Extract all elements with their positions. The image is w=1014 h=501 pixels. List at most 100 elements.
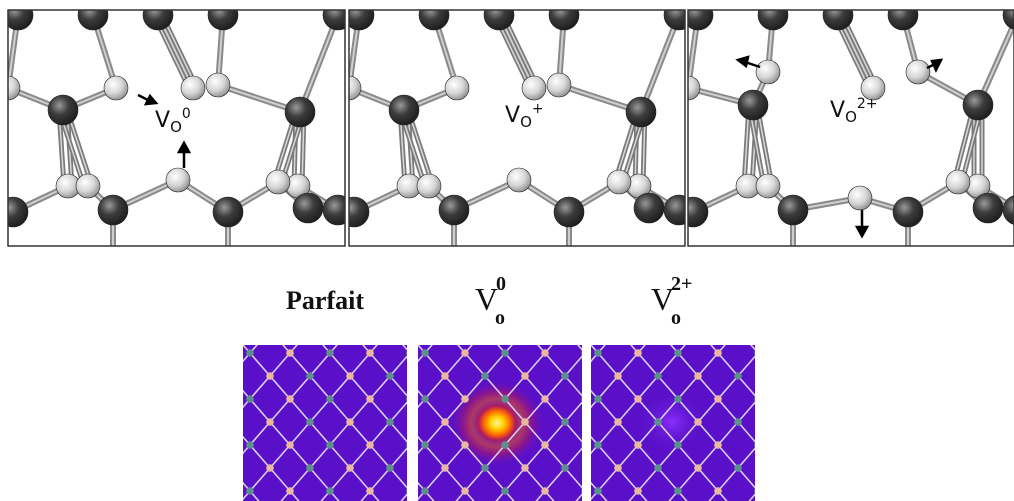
lattice-bond	[524, 421, 546, 446]
lattice-bond	[504, 345, 514, 354]
lattice-atom	[266, 418, 274, 426]
lattice-atom	[594, 487, 602, 495]
lattice-atom	[246, 487, 254, 495]
lattice-atom	[714, 487, 722, 495]
lattice-bond	[484, 467, 506, 492]
lattice-atom	[466, 326, 474, 334]
lattice-atom	[481, 372, 489, 380]
lattice-bond	[637, 398, 659, 423]
lattice-bond	[591, 398, 599, 409]
lattice-atom	[561, 326, 569, 334]
lattice-bond	[778, 445, 798, 468]
lattice-bond	[504, 490, 515, 501]
caption-base: V	[475, 281, 498, 317]
caption-sub: o	[495, 307, 505, 329]
lattice-bond	[249, 421, 271, 446]
lattice-atom	[521, 372, 529, 380]
lattice-bond	[637, 345, 647, 354]
metal-atom	[77, 10, 109, 31]
lattice-bond	[717, 375, 739, 400]
lattice-bond	[504, 467, 526, 492]
lattice-atom	[574, 326, 582, 334]
lattice-bond	[591, 345, 599, 354]
lattice-atom	[714, 441, 722, 449]
lattice-atom	[441, 464, 449, 472]
lattice-atom	[561, 372, 569, 380]
lattice-bond	[737, 421, 755, 443]
lattice-atom	[541, 441, 549, 449]
lattice-bond	[778, 353, 798, 376]
lattice-atom	[226, 372, 234, 380]
metal-atom	[777, 194, 809, 226]
lattice-bond	[281, 345, 291, 354]
lattice-bond	[418, 398, 426, 409]
lattice-atom	[774, 418, 782, 426]
lattice-bond	[369, 398, 391, 423]
lattice-bond	[444, 421, 466, 446]
lattice-bond	[309, 467, 331, 492]
metal-atom	[663, 10, 685, 31]
lattice-atom	[406, 488, 407, 494]
lattice-bond	[717, 352, 739, 377]
lattice-atom	[541, 349, 549, 357]
oxygen-atom	[546, 72, 572, 98]
lattice-bond	[289, 490, 300, 501]
lattice-bond	[536, 345, 546, 354]
metal-atom	[737, 89, 769, 121]
lattice-bond	[496, 345, 506, 354]
lattice-atom	[366, 349, 374, 357]
lattice-atom	[601, 326, 609, 334]
lattice-bond	[456, 345, 466, 354]
lattice-atom	[654, 372, 662, 380]
lattice-atom	[814, 464, 822, 472]
lattice-bond	[424, 352, 446, 377]
panel-label-base: V	[830, 98, 845, 123]
lattice-bond	[657, 375, 679, 400]
lattice-bond	[418, 481, 426, 492]
lattice-bond	[778, 468, 798, 491]
lattice-bond	[349, 398, 371, 423]
lattice-atom	[674, 487, 682, 495]
lattice-bond	[269, 421, 291, 446]
lattice-atom	[501, 395, 509, 403]
lattice-bond	[418, 444, 426, 455]
lattice-bond	[349, 444, 371, 469]
lattice-bond	[778, 399, 798, 422]
lattice-atom	[501, 349, 509, 357]
lattice-bond	[309, 398, 331, 423]
lattice-atom	[794, 395, 802, 403]
lattice-atom	[734, 326, 742, 334]
lattice-atom	[206, 349, 214, 357]
lattice-bond	[524, 444, 546, 469]
lattice-bond	[697, 375, 719, 400]
lattice-bond	[697, 352, 719, 377]
lattice-atom	[674, 349, 682, 357]
lattice-atom	[266, 464, 274, 472]
lattice-atom	[774, 464, 782, 472]
lattice-bond	[544, 490, 555, 501]
lattice-atom	[461, 441, 469, 449]
lattice-atom	[694, 418, 702, 426]
lattice-bond	[444, 444, 466, 469]
lattice-bond	[778, 376, 798, 399]
lattice-atom	[441, 372, 449, 380]
caption-neutral-vacancy: V o 0	[475, 273, 506, 329]
lattice-atom	[521, 326, 529, 334]
lattice-bond	[708, 490, 719, 501]
lattice-bond	[544, 444, 566, 469]
atoms	[688, 10, 1014, 228]
caption-perfect: Parfait	[286, 286, 364, 315]
lattice-bond	[369, 421, 391, 446]
oxygen-atom	[103, 75, 129, 101]
lattice-atom	[581, 396, 582, 402]
lattice-bond	[210, 399, 230, 422]
lattice-bond	[798, 468, 818, 491]
lattice-bond	[369, 467, 391, 492]
metal-atom	[548, 10, 580, 31]
metal-atom	[822, 10, 854, 31]
lattice-bond	[564, 467, 582, 489]
svg-text:V: V	[651, 281, 674, 317]
lattice-bond	[597, 490, 608, 501]
metal-atom	[142, 10, 174, 31]
